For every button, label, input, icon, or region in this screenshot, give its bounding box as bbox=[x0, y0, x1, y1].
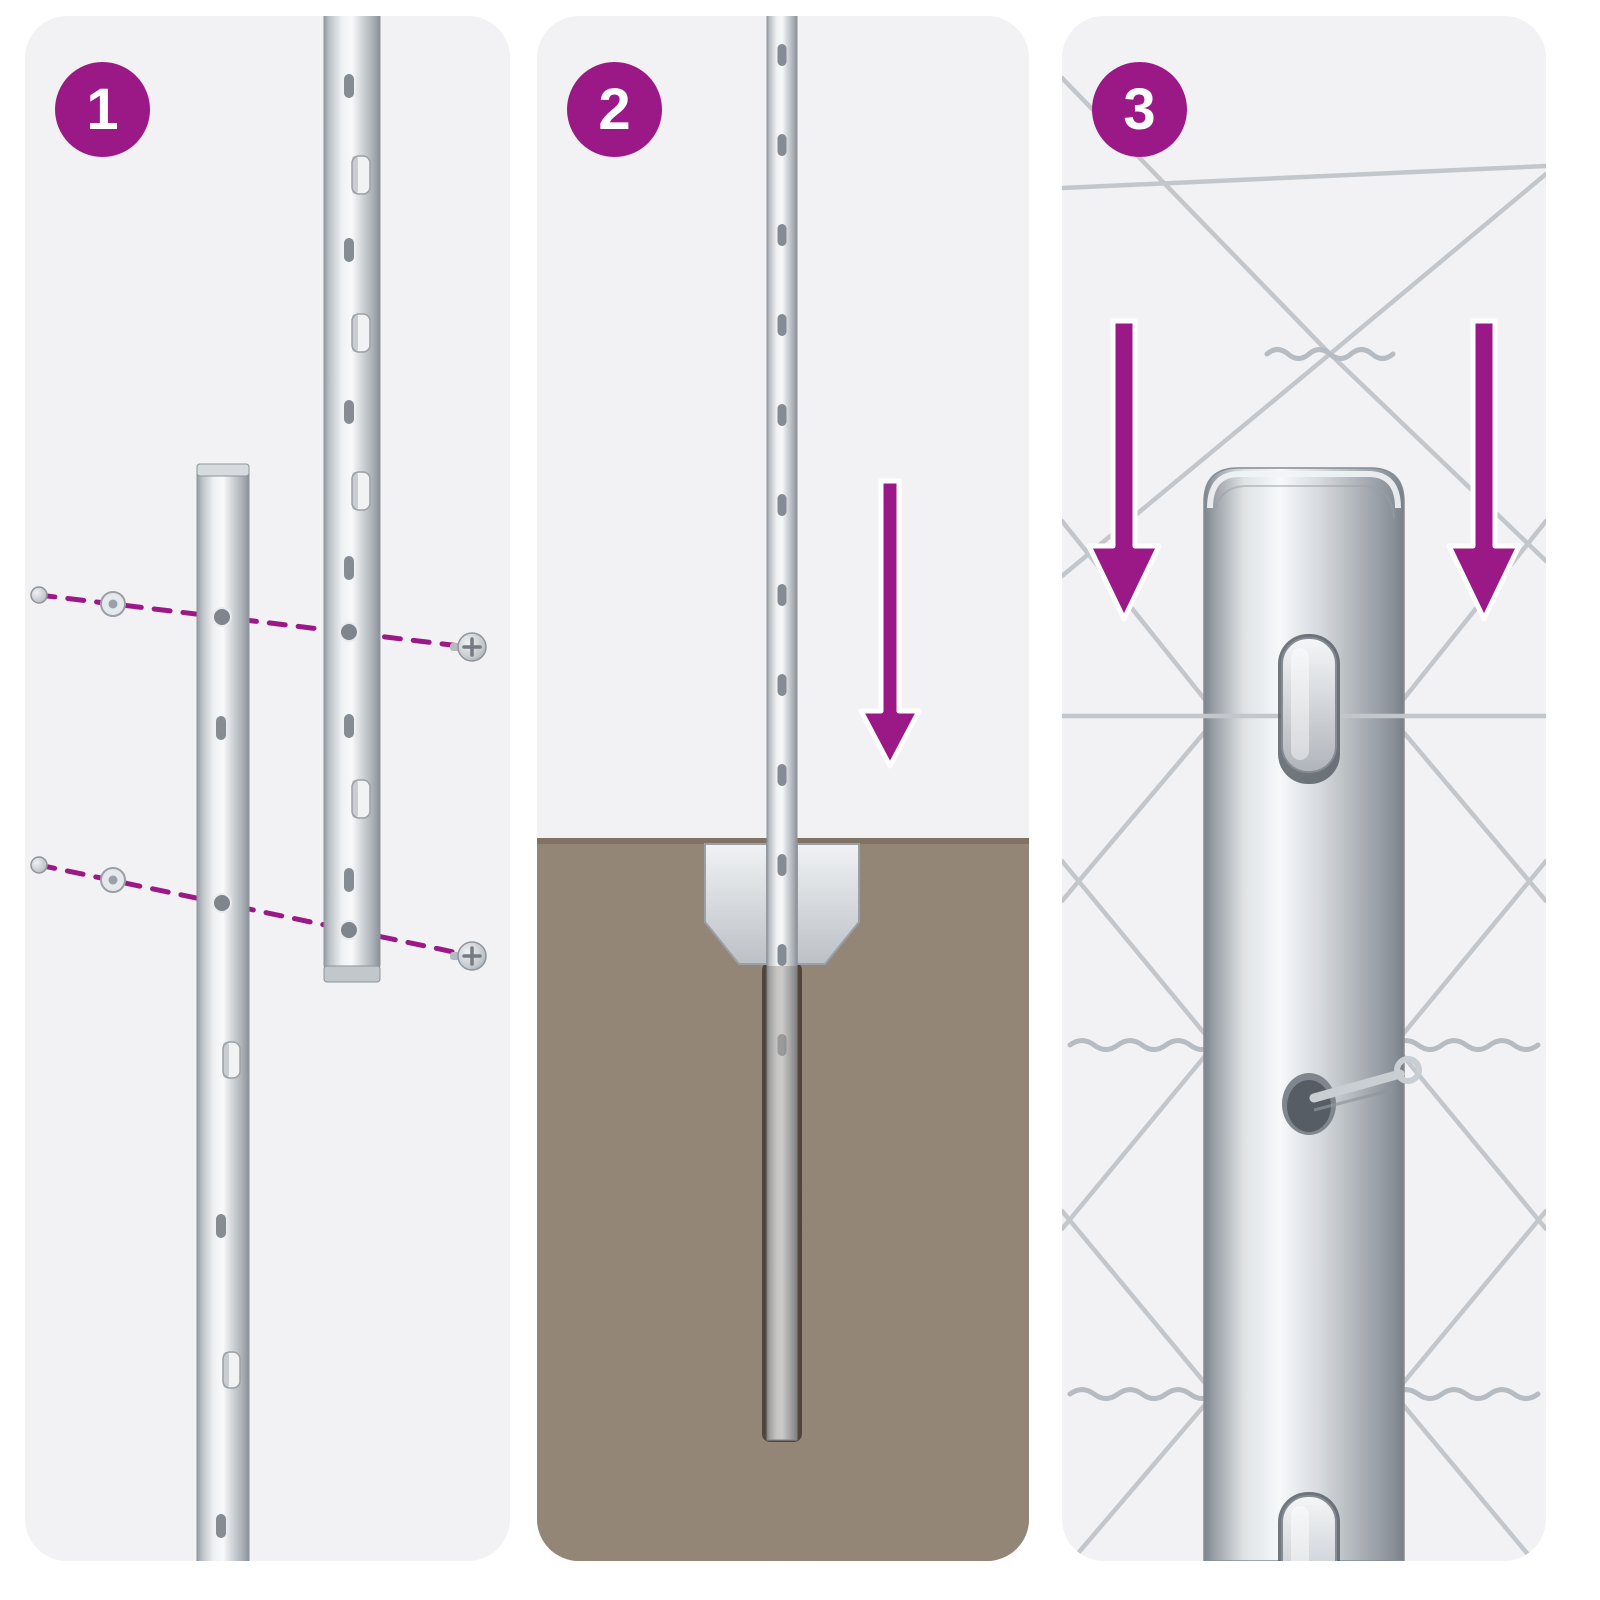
step-number-2: 2 bbox=[598, 76, 631, 142]
post-hole bbox=[1282, 1073, 1336, 1135]
twisted-wire bbox=[1067, 347, 1541, 1401]
post-slit-holes bbox=[216, 716, 226, 1538]
step-number-3: 3 bbox=[1123, 76, 1156, 142]
fence-post-front bbox=[196, 463, 250, 1561]
screw-tip-icon-top bbox=[30, 586, 126, 617]
step-2-illustration bbox=[537, 16, 1029, 1561]
wire-mesh bbox=[1062, 75, 1546, 1561]
post-hook-tab-bottom bbox=[1278, 1492, 1340, 1561]
post-hook-tab bbox=[1278, 634, 1340, 784]
post-screw-hole bbox=[339, 920, 359, 940]
post-slit-holes bbox=[344, 74, 354, 892]
step-number-1: 1 bbox=[86, 76, 119, 142]
screw-icon-top bbox=[450, 632, 487, 662]
step-badge-3: 3 bbox=[1092, 62, 1187, 157]
step-3-illustration bbox=[1062, 75, 1546, 1561]
post-screw-hole bbox=[212, 893, 232, 913]
post-lugs bbox=[222, 1041, 241, 1389]
anchor-plate bbox=[704, 843, 860, 965]
post-screw-hole bbox=[212, 607, 232, 627]
wire-clip bbox=[1309, 1056, 1422, 1112]
step-panel-2: 2 bbox=[537, 16, 1029, 1561]
fence-post-back bbox=[323, 16, 381, 983]
fence-post-closeup bbox=[1203, 467, 1405, 1561]
screw-icon-bottom bbox=[450, 941, 487, 971]
down-arrow-icon bbox=[858, 478, 922, 769]
step-badge-2: 2 bbox=[567, 62, 662, 157]
step-panel-3: 3 bbox=[1062, 16, 1546, 1561]
step-panel-1: 1 bbox=[25, 16, 510, 1561]
post-lugs bbox=[351, 155, 371, 819]
screw-tip-icon-bottom bbox=[30, 856, 126, 893]
fence-post-driving bbox=[765, 16, 799, 1441]
down-arrow-icon-right bbox=[1446, 318, 1522, 622]
step-1-illustration bbox=[30, 16, 487, 1561]
down-arrow-icon-left bbox=[1086, 318, 1162, 622]
post-slit-holes bbox=[777, 44, 787, 1056]
post-screw-hole bbox=[339, 622, 359, 642]
step-badge-1: 1 bbox=[55, 62, 150, 157]
